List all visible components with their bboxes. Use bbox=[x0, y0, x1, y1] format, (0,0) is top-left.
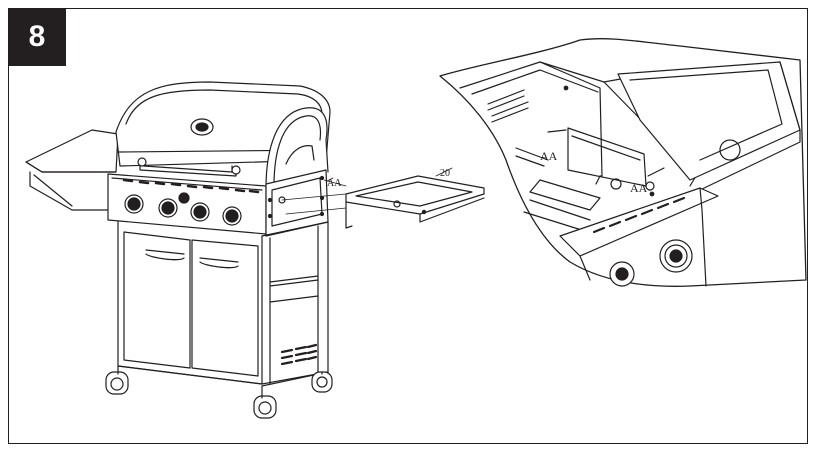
part-number-label: 20 bbox=[440, 168, 450, 179]
fastener-label-main: AA bbox=[327, 178, 342, 189]
grill-lid bbox=[115, 81, 331, 189]
burner-knob-icons bbox=[124, 192, 242, 226]
caster-wheel-icons bbox=[105, 365, 333, 419]
grill-left-side-shelf bbox=[25, 129, 119, 211]
detail-view bbox=[439, 38, 807, 287]
step-number-badge: 8 bbox=[8, 8, 66, 66]
grill-cart-cabinet bbox=[117, 221, 329, 387]
assembly-arrows bbox=[281, 167, 453, 215]
grill-side-burner-bracket bbox=[265, 169, 329, 237]
fastener-label-detail-2: AA bbox=[630, 181, 648, 195]
thermometer-icon bbox=[190, 118, 214, 136]
instruction-frame bbox=[8, 8, 808, 444]
fastener-label-detail-1: AA bbox=[540, 149, 558, 163]
side-shelf-part-20 bbox=[345, 175, 485, 229]
detail-knob-icons bbox=[609, 239, 693, 287]
lid-handle bbox=[137, 157, 241, 177]
